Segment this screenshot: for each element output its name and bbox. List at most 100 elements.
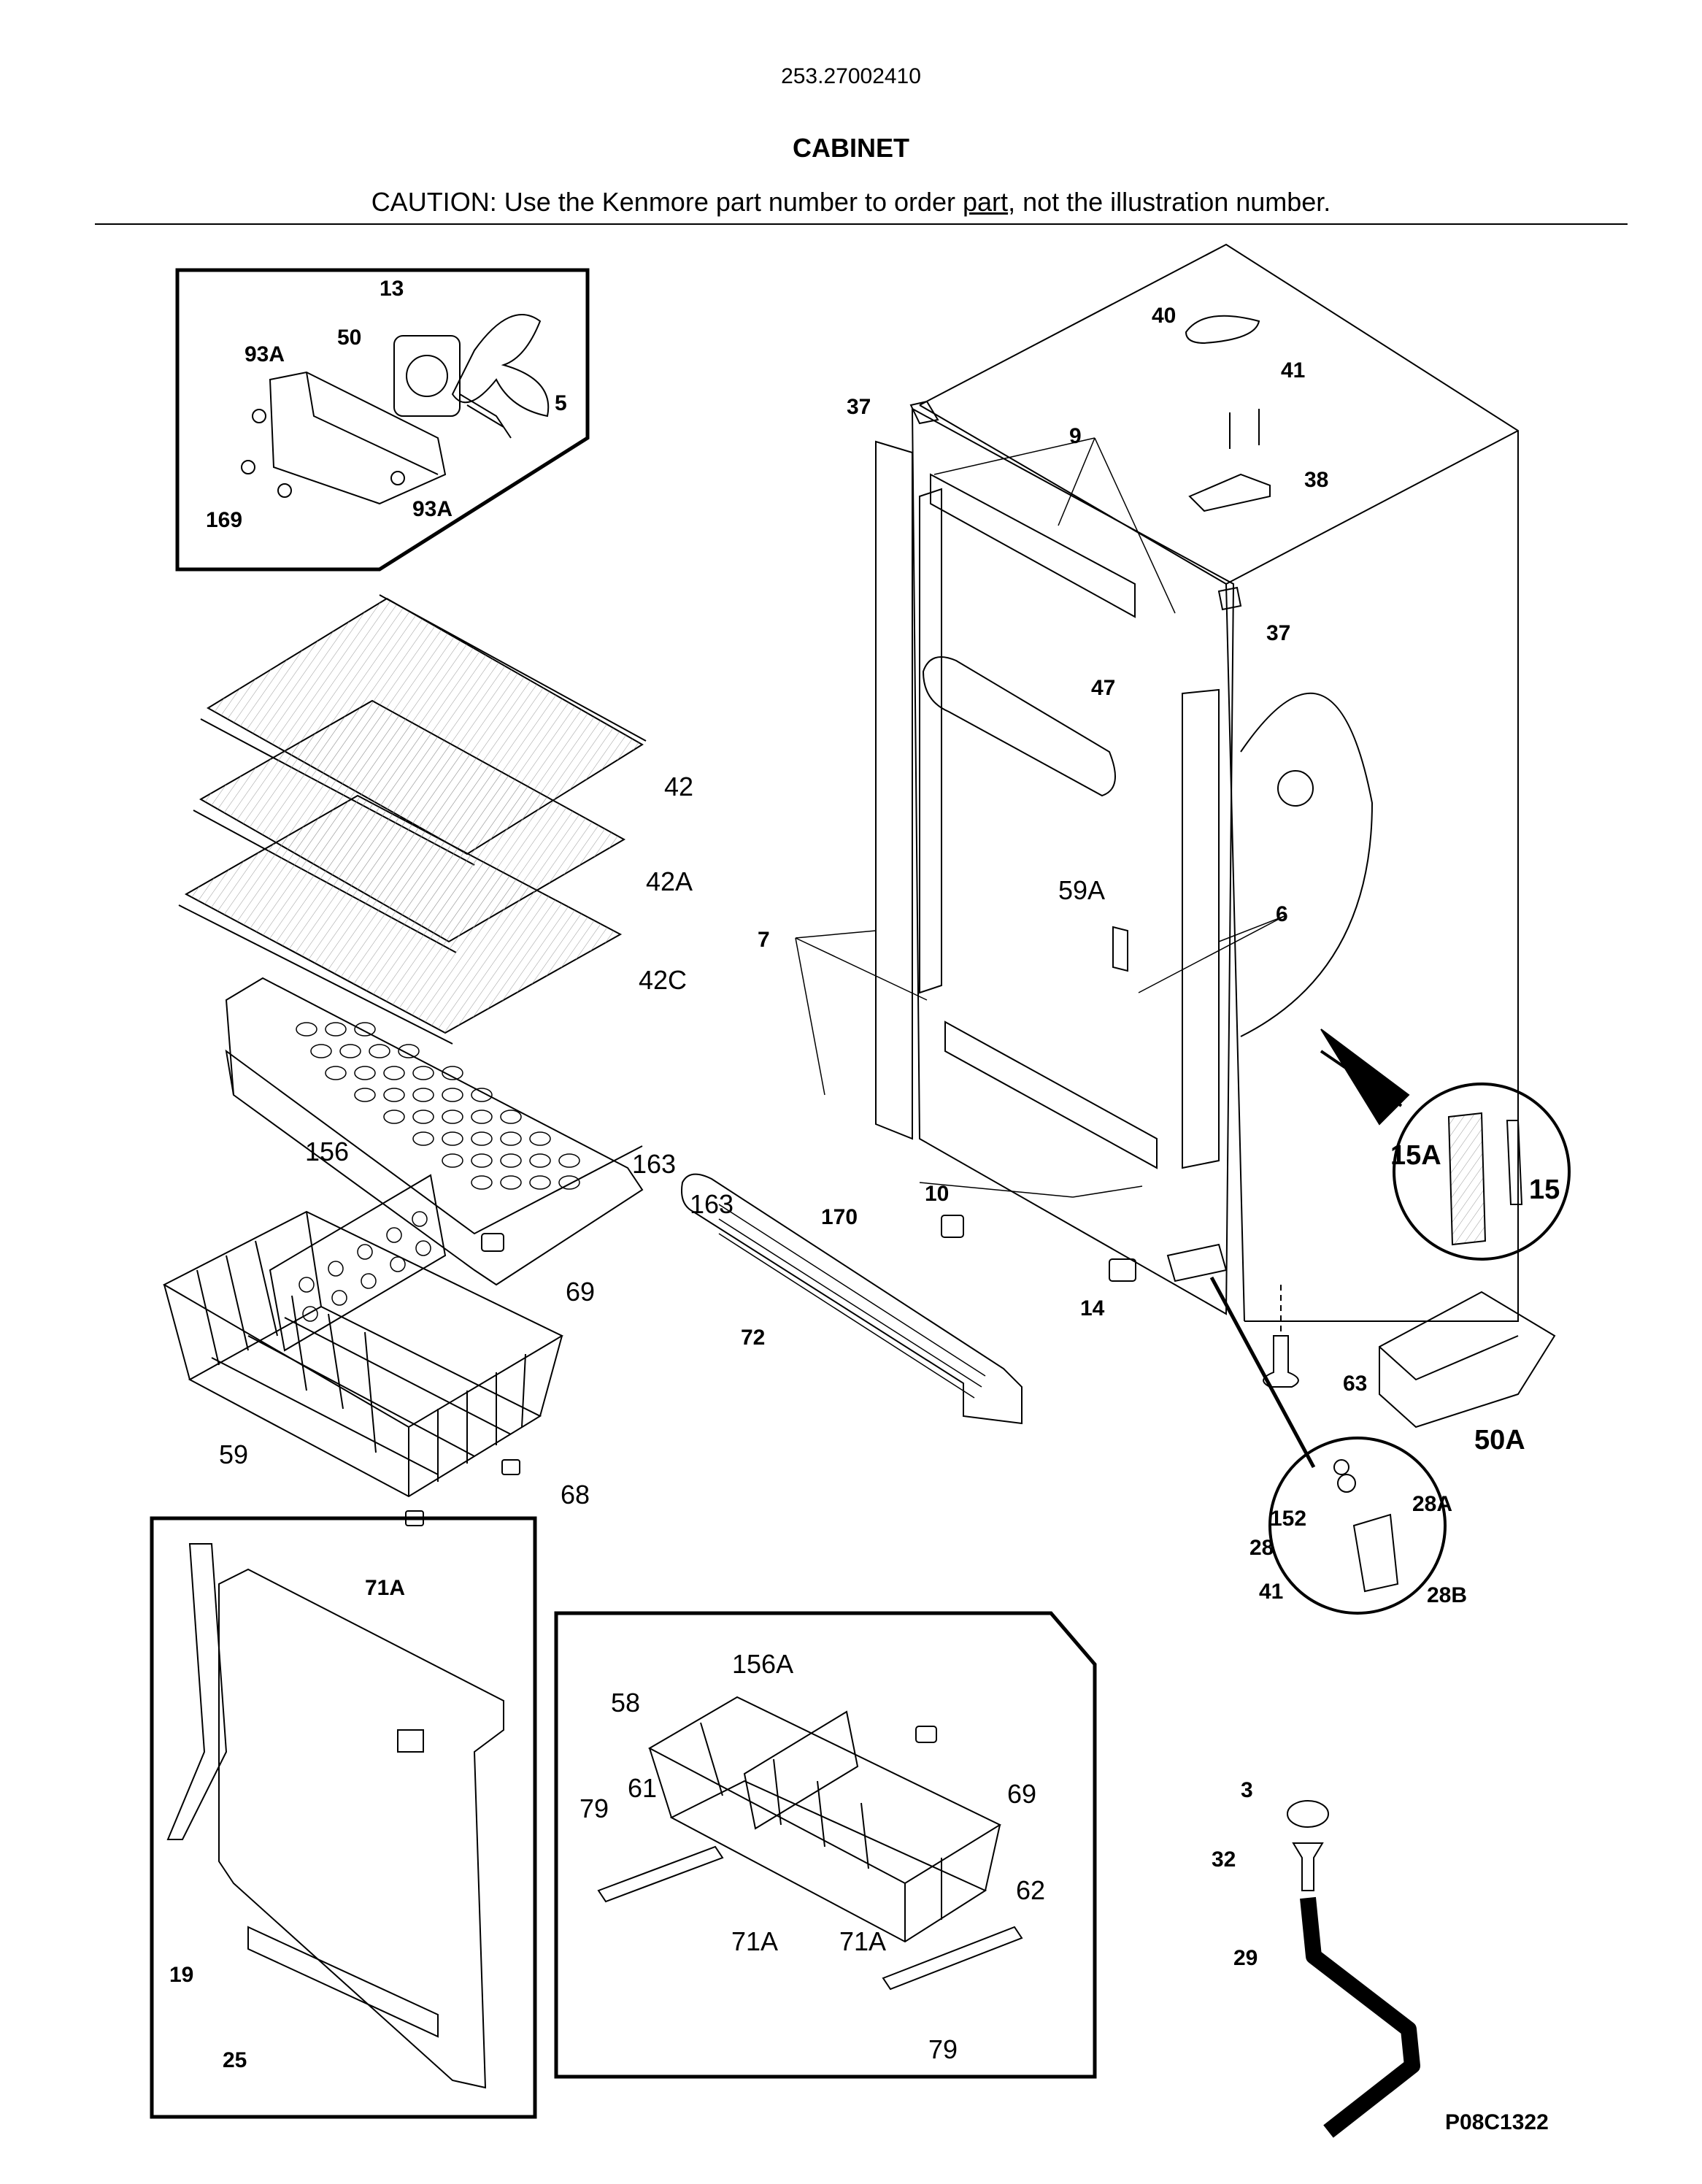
callout-3: 3 bbox=[1241, 1778, 1253, 1802]
callout-152: 152 bbox=[1270, 1507, 1306, 1531]
cabinet-liner bbox=[911, 407, 1235, 1315]
caution-prefix: CAUTION: Use the Kenmore part number to … bbox=[371, 187, 963, 217]
caution-suffix: , not the illustration number. bbox=[1008, 187, 1331, 217]
wire-basket-58 bbox=[647, 1696, 1002, 1943]
strip-19 bbox=[166, 1543, 228, 1840]
vent-grille-47 bbox=[922, 656, 1116, 797]
callout-37-top: 37 bbox=[847, 395, 871, 419]
rail-62 bbox=[882, 1926, 1023, 1991]
pin-28a bbox=[1337, 1474, 1356, 1493]
callout-93a-bot: 93A bbox=[412, 497, 453, 521]
bottom-hinge bbox=[1166, 1243, 1228, 1283]
grille-72 bbox=[681, 1173, 1023, 1425]
callout-50: 50 bbox=[337, 326, 361, 350]
callout-41-top: 41 bbox=[1281, 358, 1305, 382]
wire-basket-59 bbox=[162, 1210, 564, 1498]
washer-152 bbox=[1333, 1459, 1349, 1475]
screw-169-a bbox=[241, 460, 255, 474]
section-title: CABINET bbox=[793, 133, 909, 163]
callout-59a: 59A bbox=[1058, 875, 1105, 905]
callout-25: 25 bbox=[223, 2048, 247, 2072]
leveling-leg-63 bbox=[1263, 1335, 1299, 1388]
callout-47: 47 bbox=[1091, 676, 1115, 700]
callout-7: 7 bbox=[758, 928, 770, 952]
part-15a bbox=[1447, 1112, 1487, 1246]
callout-42: 42 bbox=[664, 772, 693, 801]
callout-38: 38 bbox=[1304, 468, 1328, 492]
hinge-detail-circle bbox=[1268, 1437, 1447, 1615]
callout-15: 15 bbox=[1529, 1174, 1560, 1205]
part-15 bbox=[1506, 1120, 1523, 1205]
fan-motor-inset bbox=[175, 268, 590, 572]
callout-156: 156 bbox=[305, 1137, 349, 1166]
callout-29: 29 bbox=[1233, 1946, 1258, 1970]
handle-59a bbox=[1112, 926, 1128, 972]
callout-10: 10 bbox=[925, 1182, 949, 1206]
cabinet-back-bulge bbox=[1240, 693, 1374, 1037]
callout-62: 62 bbox=[1016, 1875, 1045, 1905]
hinge-38 bbox=[1188, 473, 1271, 512]
caution-link[interactable]: part bbox=[963, 187, 1009, 217]
callout-93a-top: 93A bbox=[244, 342, 285, 366]
plug-3 bbox=[1287, 1800, 1329, 1828]
callout-labels: 13 93A 50 5 169 93A 42 42A 42C 163 156 6… bbox=[169, 277, 1560, 2134]
callout-42c: 42C bbox=[639, 965, 687, 995]
caution-note: CAUTION: Use the Kenmore part number to … bbox=[0, 187, 1702, 218]
switch-14 bbox=[1109, 1258, 1136, 1282]
cap-37-top bbox=[909, 400, 939, 425]
cap-37-right bbox=[1217, 586, 1242, 611]
callout-163b: 163 bbox=[690, 1189, 733, 1219]
panel-25 bbox=[218, 1568, 504, 2089]
callout-42a: 42A bbox=[646, 866, 693, 896]
callout-50a: 50A bbox=[1474, 1425, 1525, 1456]
callout-28b: 28B bbox=[1427, 1583, 1467, 1607]
callout-15a: 15A bbox=[1390, 1140, 1441, 1171]
rail-61 bbox=[597, 1845, 724, 1903]
callout-40: 40 bbox=[1152, 304, 1176, 328]
callout-72: 72 bbox=[741, 1326, 765, 1350]
basket-clip-69 bbox=[481, 1233, 504, 1252]
callout-9: 9 bbox=[1069, 424, 1082, 448]
model-number: 253.27002410 bbox=[781, 64, 921, 88]
shelf-42c bbox=[178, 794, 623, 1045]
zoom-arrow bbox=[1320, 1028, 1410, 1126]
callout-28: 28 bbox=[1249, 1536, 1274, 1560]
diagram-code: P08C1322 bbox=[1445, 2110, 1549, 2134]
callout-13: 13 bbox=[380, 277, 404, 301]
basket-divider-156 bbox=[269, 1174, 447, 1352]
callout-28a: 28A bbox=[1412, 1492, 1452, 1516]
callout-32: 32 bbox=[1212, 1847, 1236, 1872]
fan-bracket bbox=[269, 371, 447, 505]
door-liner bbox=[875, 440, 1220, 1169]
callout-14: 14 bbox=[1080, 1296, 1105, 1320]
callout-58: 58 bbox=[611, 1688, 640, 1718]
clip-69b bbox=[915, 1726, 937, 1743]
callout-59: 59 bbox=[219, 1439, 248, 1469]
callout-5: 5 bbox=[555, 391, 567, 415]
drain-pan-50a bbox=[1379, 1291, 1556, 1429]
screw-93a-bot bbox=[390, 471, 405, 485]
basket-clip-68a bbox=[501, 1459, 520, 1475]
callout-37-right: 37 bbox=[1266, 621, 1290, 645]
tray-holes bbox=[296, 1022, 580, 1190]
zoom-15-circle bbox=[1393, 1083, 1571, 1261]
callout-156a: 156A bbox=[732, 1649, 793, 1679]
light-170 bbox=[941, 1215, 964, 1238]
callout-19: 19 bbox=[169, 1963, 193, 1987]
fan-blade bbox=[451, 314, 550, 418]
divider-156a bbox=[743, 1710, 859, 1830]
callout-71a-a: 71A bbox=[731, 1926, 778, 1956]
callout-79a: 79 bbox=[579, 1793, 609, 1823]
bushing-32 bbox=[1292, 1842, 1324, 1891]
screw-169-b bbox=[277, 483, 292, 498]
fan-wires bbox=[459, 393, 512, 439]
handle-rod-29 bbox=[1300, 1896, 1420, 2138]
callout-69: 69 bbox=[566, 1277, 595, 1307]
callout-63: 63 bbox=[1343, 1372, 1367, 1396]
callout-163: 163 bbox=[632, 1149, 676, 1179]
callout-170: 170 bbox=[821, 1205, 858, 1229]
basket-inset-frame bbox=[554, 1611, 1097, 2079]
hinge-28b bbox=[1352, 1513, 1399, 1593]
callout-71a-b: 71A bbox=[839, 1926, 886, 1956]
